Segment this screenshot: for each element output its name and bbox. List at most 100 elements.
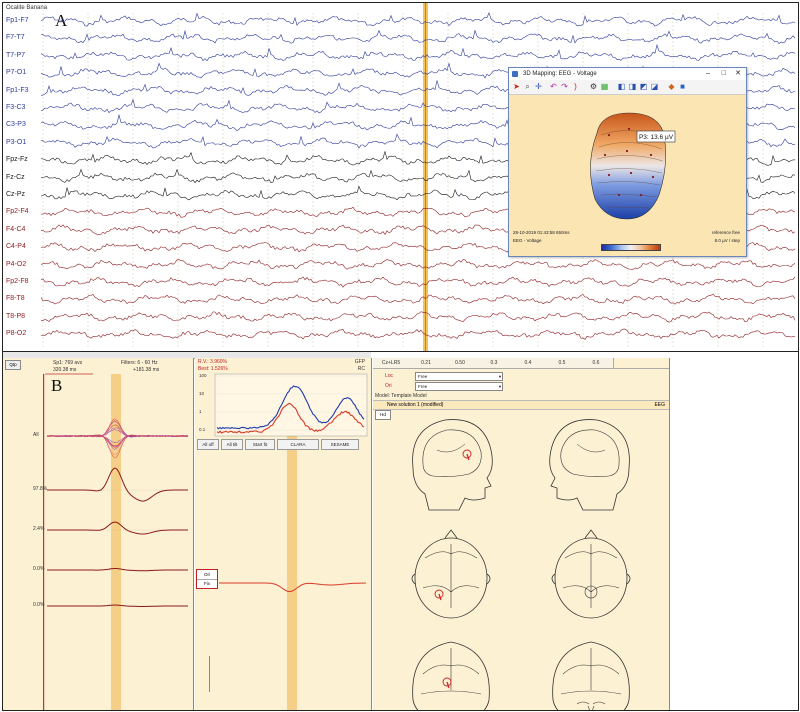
- dipole-orientation: [466, 453, 470, 461]
- ori-select[interactable]: Free▼: [415, 382, 503, 391]
- color-map-icon[interactable]: ■: [680, 82, 685, 91]
- value-tooltip-text: P3: 13.6 µV: [639, 134, 674, 141]
- best-label: Best: 1.526%: [198, 366, 228, 372]
- panel-b-source-analysis: Qtp Sp1: 769 avs 320.38 ms Filters: 6 - …: [2, 351, 799, 711]
- model-tab[interactable]: 0.50: [443, 358, 478, 368]
- eeg-channel-label: C3-P3: [6, 121, 26, 129]
- source-waveform: [219, 582, 366, 593]
- solution-bar[interactable]: New solution 1 (modified) EEG: [373, 400, 669, 410]
- trace-label: 2.4%: [33, 526, 45, 532]
- map-reference: reference free: [711, 230, 740, 235]
- chevron-down-icon: ▼: [498, 384, 502, 389]
- ori-label: Ori: [197, 570, 217, 580]
- move-icon[interactable]: ✛: [535, 82, 542, 91]
- source-trace: [219, 582, 366, 593]
- time-left: 320.38 ms: [53, 367, 77, 373]
- rv-label: R.V.: 3.960%: [198, 359, 228, 365]
- dipole-orientation: [446, 681, 450, 689]
- settings-icon[interactable]: ⚙: [589, 82, 598, 91]
- gfp-residual-plot: [214, 373, 368, 437]
- pointer-icon[interactable]: ➤: [513, 82, 520, 91]
- model-label: Model: Template Model: [375, 393, 427, 399]
- grid-icon[interactable]: ▦: [600, 82, 609, 91]
- rotate-left-icon[interactable]: ↶: [550, 82, 557, 91]
- model-tab[interactable]: 0.6: [579, 358, 614, 368]
- mapping-window-title: 3D Mapping: EEG - Voltage: [523, 71, 597, 77]
- value-tooltip: [636, 130, 676, 143]
- view-back-icon[interactable]: ◪: [650, 82, 659, 91]
- eeg-channel-label: T7-P7: [6, 51, 26, 59]
- close-icon[interactable]: ✕: [735, 70, 741, 77]
- eeg-channel-label: P3-O1: [6, 138, 27, 146]
- source-action-button[interactable]: SESAME: [321, 439, 359, 450]
- averaging-panel[interactable]: Qtp Sp1: 769 avs 320.38 ms Filters: 6 - …: [3, 358, 194, 710]
- dipole-marker: [462, 449, 472, 459]
- qtp-button[interactable]: Qtp: [5, 360, 21, 370]
- palette-icon[interactable]: ◆: [668, 82, 675, 91]
- butterfly-trace: [46, 434, 189, 451]
- eeg-channel-label: P8-O2: [6, 330, 27, 338]
- source-action-button[interactable]: Start fit: [245, 439, 275, 450]
- gfp-label: GFP: [354, 359, 365, 365]
- residual-trace: [216, 402, 365, 434]
- mapping-window-titlebar[interactable]: 3D Mapping: EEG - Voltage – □ ✕: [509, 68, 746, 80]
- model-tab[interactable]: 0.21: [409, 358, 444, 368]
- trace-label: All: [33, 432, 39, 438]
- dipole-marker: [434, 589, 444, 599]
- trace-label: 97.8%: [33, 486, 48, 492]
- mapping-window[interactable]: 3D Mapping: EEG - Voltage – □ ✕ ➤ ⌕ ✛ ↶ …: [508, 67, 747, 257]
- eeg-channel-label: P4-O2: [6, 260, 27, 268]
- eeg-channel-label: Fp1-F3: [6, 86, 29, 94]
- eeg-trace: [40, 311, 796, 323]
- app-icon: [512, 71, 518, 77]
- gfp-tick-label: 0.1: [199, 427, 206, 432]
- butterfly-trace: [46, 434, 189, 448]
- butterfly-trace: [46, 424, 189, 438]
- eeg-channel-label: Fpz-Fz: [6, 156, 28, 164]
- rotate-right-icon[interactable]: ↷: [561, 82, 568, 91]
- hd-button[interactable]: Hd: [375, 410, 391, 420]
- zoom-icon[interactable]: ⌕: [525, 82, 530, 91]
- source-action-button[interactable]: All tilt: [221, 439, 243, 450]
- map-scale: 8.0 µV / step: [714, 238, 740, 243]
- spike-label: Sp1: 769 avs: [53, 360, 83, 366]
- source-list-box[interactable]: Ori Fix: [196, 569, 218, 589]
- head-front-view: [552, 641, 630, 710]
- eeg-channel-label: T8-P8: [6, 312, 26, 320]
- map-timestamp: 28-10-2019 01:43:58 650ms: [513, 230, 570, 235]
- chevron-down-icon: ▼: [498, 374, 502, 379]
- averaged-waveforms: [43, 373, 189, 710]
- view-top-icon[interactable]: ◩: [639, 82, 648, 91]
- head-views[interactable]: [373, 418, 669, 710]
- eeg-trace: [40, 276, 796, 288]
- eeg-channel-label: F7-T7: [6, 34, 25, 42]
- model-tab[interactable]: 0.4: [511, 358, 546, 368]
- minimize-icon[interactable]: –: [706, 70, 710, 77]
- scalp-map-3d[interactable]: P3: 13.6 µV: [509, 95, 746, 225]
- head-top-view: [551, 529, 631, 619]
- maximize-icon[interactable]: □: [721, 70, 726, 77]
- eeg-trace: [40, 328, 796, 340]
- small-scale-marker: [209, 656, 210, 692]
- model-tab[interactable]: Cz+LR5: [373, 358, 410, 368]
- model-tab[interactable]: 0.5: [545, 358, 580, 368]
- eeg-channel-label: Fz-Cz: [6, 173, 25, 181]
- source-action-button[interactable]: All off: [197, 439, 219, 450]
- view-front-icon[interactable]: ◧: [617, 82, 626, 91]
- view-side-icon[interactable]: ◨: [628, 82, 637, 91]
- solution-id: EEG: [654, 402, 665, 408]
- butterfly-trace: [46, 420, 189, 438]
- arc-icon[interactable]: ): [574, 82, 577, 91]
- loc-select[interactable]: Free▼: [415, 372, 503, 381]
- butterfly-trace: [46, 434, 189, 448]
- gfp-tick-label: 10: [199, 391, 205, 396]
- model-tab[interactable]: 0.3: [477, 358, 512, 368]
- trace-label: 0.0%: [33, 566, 45, 572]
- eeg-montage-header: Ocalite Banana: [6, 5, 48, 11]
- dipole-marker: [442, 677, 452, 687]
- source-action-button[interactable]: CLARA: [277, 439, 319, 450]
- filters-label: Filters: 6 - 60 Hz: [121, 360, 158, 366]
